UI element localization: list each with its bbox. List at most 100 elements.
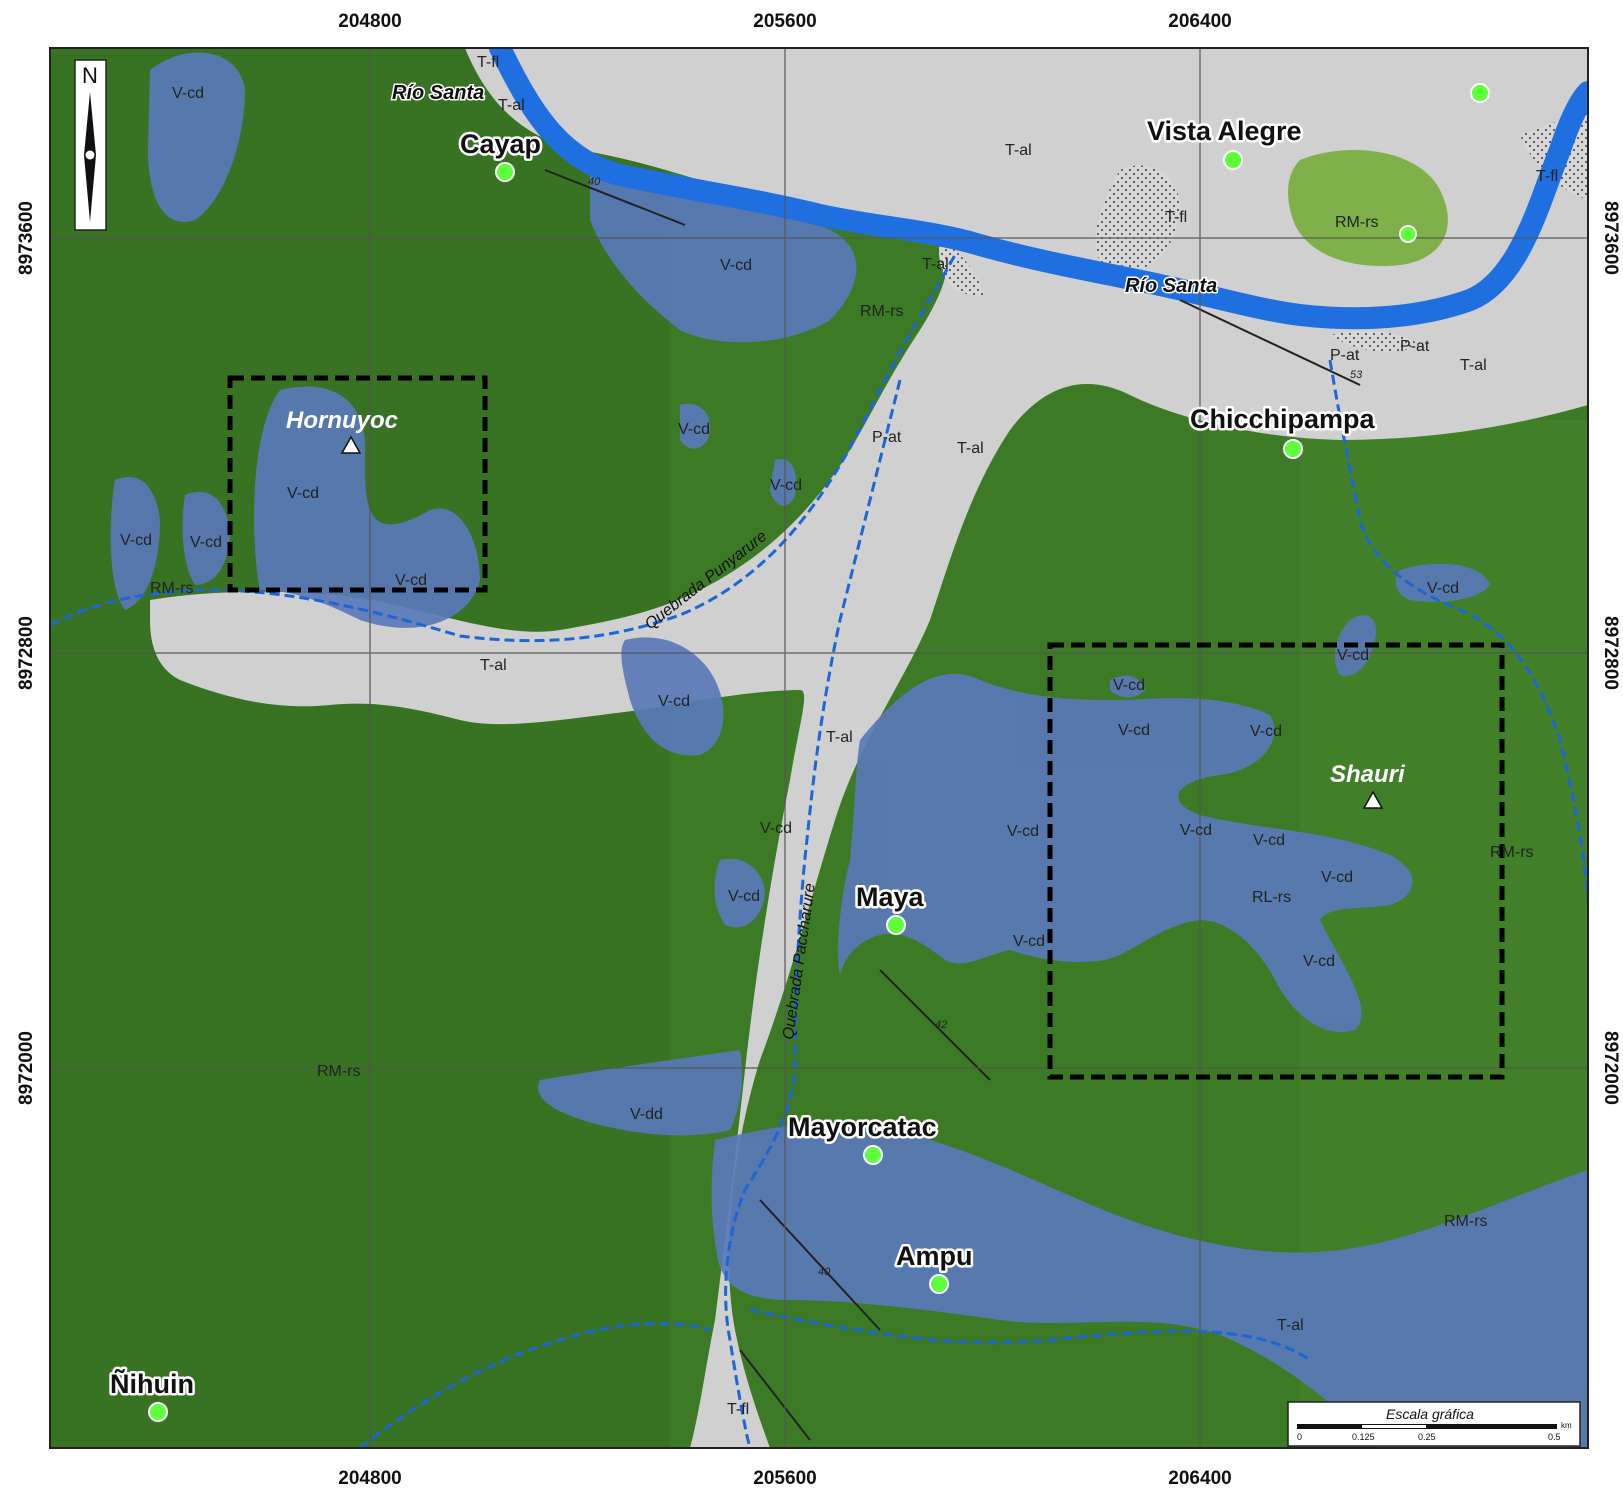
unit-label: P-at (1400, 338, 1430, 355)
v-cd-polygon (770, 459, 797, 506)
easting-label-top: 205600 (753, 11, 816, 32)
v-cd-polygon (714, 858, 765, 928)
t-fl-deposit-area-2 (939, 240, 985, 296)
unit-label: V-cd (172, 85, 204, 102)
northing-label-left: 8972000 (16, 1031, 37, 1105)
unit-label: V-cd (720, 257, 752, 274)
easting-label-bottom: 205600 (753, 1468, 816, 1489)
map-frame (49, 47, 1589, 1449)
quebrada-south-line (749, 1308, 1311, 1362)
dip-value: 40 (818, 1266, 831, 1278)
unit-label: V-cd (287, 485, 319, 502)
northing-label-left: 8973600 (16, 201, 37, 275)
unit-label: V-cd (1113, 677, 1145, 694)
rio-santa-river (489, 48, 1588, 330)
study-area-boxes (227, 375, 1505, 1080)
unit-label: V-cd (1427, 580, 1459, 597)
scale-tick-label: 0.25 (1418, 1432, 1436, 1442)
unit-label: P-at (1330, 347, 1360, 364)
unit-label: V-cd (395, 572, 427, 589)
town-maya: Maya (854, 880, 927, 935)
scale-bar-ruler (1297, 1424, 1557, 1429)
town-marker-icon (1283, 439, 1303, 459)
quebrada-punyarure-line (50, 254, 957, 643)
v-cd-polygon (110, 476, 160, 610)
compass-center-icon (84, 149, 96, 161)
scale-bar-segment (1362, 1425, 1426, 1428)
v-cd-polygon (1395, 563, 1490, 602)
quebrada-streams (50, 254, 1588, 1448)
v-cd-deposits (110, 52, 1588, 1448)
north-arrow: N (74, 59, 107, 231)
town-marker-icon (148, 1402, 168, 1422)
unit-label: V-cd (1253, 832, 1285, 849)
v-dd-deposit-polygon (711, 1123, 1588, 1448)
scale-bar-title: Escala gráfica (1386, 1406, 1474, 1422)
v-cd-polygon (621, 637, 724, 756)
easting-label-top: 206400 (1168, 11, 1231, 32)
northing-label-right: 8973600 (1600, 201, 1621, 275)
unit-label: RM-rs (1444, 1213, 1488, 1230)
fault-line (879, 969, 991, 1081)
northing-label-right: 8972000 (1600, 1031, 1621, 1105)
town-label: Vista Alegre (1147, 116, 1302, 146)
unit-labels: V-cd V-cd V-cd V-cd V-cd V-cd V-cd V-cd … (120, 54, 1558, 1418)
northing-label-left: 8972800 (16, 616, 37, 690)
scale-unit-label: km (1561, 1421, 1572, 1430)
town-marker-icon (929, 1274, 949, 1294)
dip-value: 40 (588, 176, 601, 188)
dip-labels: 40 53 42 40 (588, 176, 1363, 1278)
unit-label: V-cd (1321, 869, 1353, 886)
town-label: Mayorcatac (788, 1112, 937, 1142)
unit-label: V-cd (678, 421, 710, 438)
peak-label: Hornuyoc (286, 407, 398, 434)
unit-label: RM-rs (150, 580, 194, 597)
easting-label-bottom: 204800 (338, 1468, 401, 1489)
hornuyoc-study-box (227, 375, 488, 593)
town-cayap: Cayap (458, 127, 544, 182)
town-label: Ñihuin (110, 1368, 194, 1399)
easting-label-top: 204800 (338, 11, 401, 32)
unit-label: RL-rs (1252, 889, 1291, 906)
peak-shauri: Shauri (1330, 761, 1406, 809)
town-label: Ampu (896, 1241, 973, 1271)
town-mayorcatac: Mayorcatac (786, 1110, 939, 1165)
unit-label: T-fl (1165, 209, 1187, 226)
map-body: V-cd V-cd V-cd V-cd V-cd V-cd V-cd V-cd … (50, 48, 1588, 1448)
dip-value: 53 (1350, 369, 1363, 381)
unit-label: T-fl (727, 1401, 749, 1418)
scale-bar: Escala gráfica 0 0.125 0.25 0.5 km (1287, 1401, 1581, 1447)
unit-label: V-dd (630, 1106, 663, 1123)
town-marker-icon (863, 1145, 883, 1165)
v-cd-polygon (1110, 675, 1145, 698)
unit-label: V-cd (1303, 953, 1335, 970)
t-fl-deposit-area (1095, 165, 1180, 275)
easting-label-bottom: 206400 (1168, 1468, 1231, 1489)
unit-label: V-cd (1250, 723, 1282, 740)
unit-label: T-al (1460, 357, 1487, 374)
v-cd-polygon (254, 386, 480, 628)
grid-labels: 204800 205600 206400 204800 205600 20640… (16, 11, 1621, 1489)
v-cd-polygon (148, 52, 245, 222)
town-marker-icon (1223, 150, 1243, 170)
t-fl-deposit-area-4 (1330, 331, 1420, 352)
t-al-terrace-area (150, 48, 1588, 1448)
unit-label: T-fl (477, 54, 499, 71)
town-chicchipampa: Chicchipampa (1188, 402, 1378, 459)
quebrada-southwest-line (359, 1321, 711, 1448)
unit-label: T-al (480, 657, 507, 674)
unit-label: V-cd (120, 532, 152, 549)
town-marker-icon (1470, 83, 1490, 103)
structural-lines (544, 169, 1361, 1441)
dip-value: 42 (935, 1019, 947, 1031)
unit-label: T-al (498, 97, 525, 114)
v-cd-polygon (538, 1050, 742, 1136)
peak-triangle-icon (340, 435, 362, 454)
peak-label: Shauri (1330, 761, 1406, 788)
unit-label: T-al (922, 256, 949, 273)
unit-label: V-cd (658, 693, 690, 710)
unit-label: T-al (1277, 1317, 1304, 1334)
unit-label: V-cd (1180, 822, 1212, 839)
